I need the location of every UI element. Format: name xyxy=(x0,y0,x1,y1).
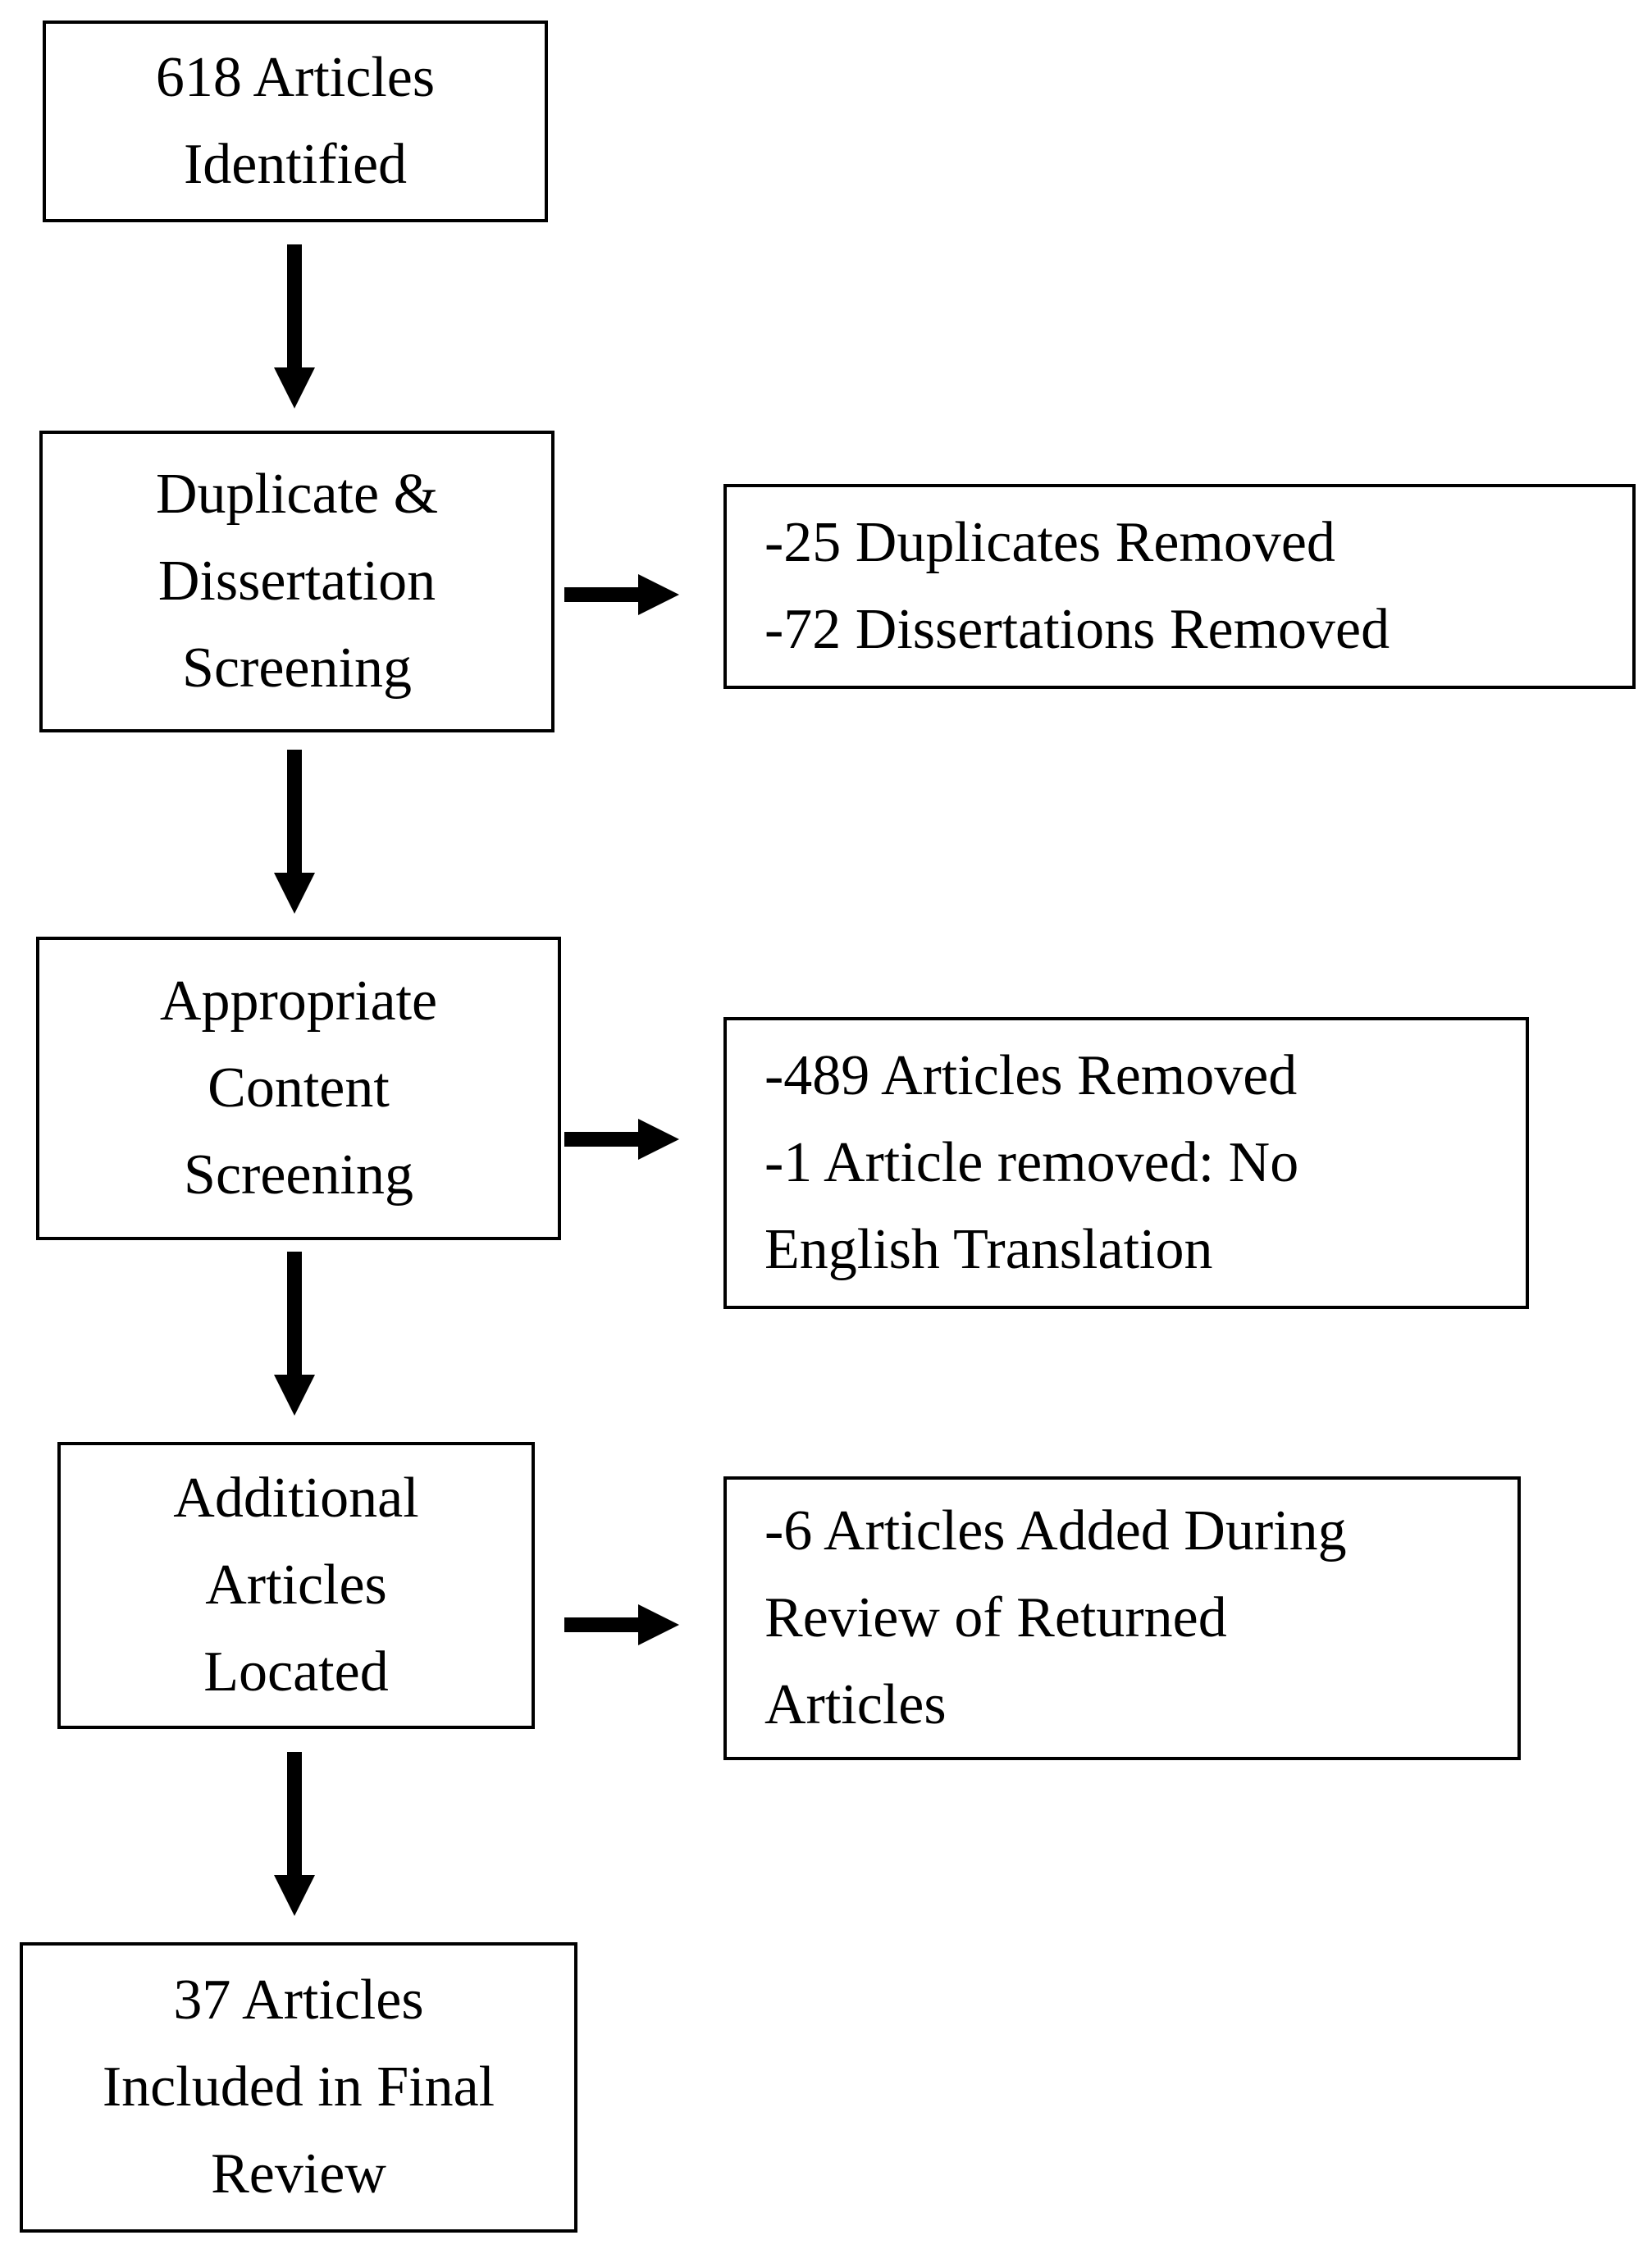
step-1-line-2: Identified xyxy=(183,133,408,196)
step-3-line-2: Content xyxy=(208,1056,390,1120)
note-1-line-2: -72 Dissertations Removed xyxy=(764,598,1390,661)
step-5-line-1: 37 Articles xyxy=(173,1968,424,2032)
note-1-line-1: -25 Duplicates Removed xyxy=(764,511,1335,574)
down-arrow-2 xyxy=(274,750,315,914)
step-1-line-1: 618 Articles xyxy=(155,46,436,109)
step-appropriate-content-screening: Appropriate Content Screening xyxy=(36,937,561,1240)
note-2-line-1: -489 Articles Removed xyxy=(764,1044,1298,1107)
step-2-line-1: Duplicate & xyxy=(155,463,439,526)
step-additional-articles-located: Additional Articles Located xyxy=(57,1442,535,1729)
note-3-line-2: Review of Returned xyxy=(764,1586,1227,1649)
step-4-line-1: Additional xyxy=(173,1467,419,1530)
down-arrow-4 xyxy=(274,1752,315,1916)
note-articles-added: -6 Articles Added During Review of Retur… xyxy=(723,1476,1521,1760)
note-2-line-2: -1 Article removed: No xyxy=(764,1131,1299,1194)
step-3-line-3: Screening xyxy=(184,1143,413,1207)
step-5-line-2: Included in Final xyxy=(102,2055,495,2119)
note-2-line-3: English Translation xyxy=(764,1218,1213,1281)
right-arrow-2 xyxy=(564,1119,679,1160)
right-arrow-1 xyxy=(564,574,679,615)
step-articles-identified: 618 Articles Identified xyxy=(43,21,548,222)
note-3-line-1: -6 Articles Added During xyxy=(764,1499,1347,1562)
step-final-review: 37 Articles Included in Final Review xyxy=(20,1942,577,2233)
note-duplicates-removed: -25 Duplicates Removed -72 Dissertations… xyxy=(723,484,1636,689)
down-arrow-3 xyxy=(274,1252,315,1416)
right-arrow-3 xyxy=(564,1604,679,1645)
step-duplicate-dissertation-screening: Duplicate & Dissertation Screening xyxy=(39,431,554,732)
step-2-line-3: Screening xyxy=(182,636,412,700)
step-3-line-1: Appropriate xyxy=(159,969,438,1033)
note-3-line-3: Articles xyxy=(764,1673,947,1736)
step-2-line-2: Dissertation xyxy=(157,550,436,613)
step-4-line-2: Articles xyxy=(205,1553,387,1617)
step-5-line-3: Review xyxy=(211,2142,386,2206)
note-articles-removed: -489 Articles Removed -1 Article removed… xyxy=(723,1017,1529,1309)
down-arrow-1 xyxy=(274,244,315,408)
step-4-line-3: Located xyxy=(203,1640,389,1704)
